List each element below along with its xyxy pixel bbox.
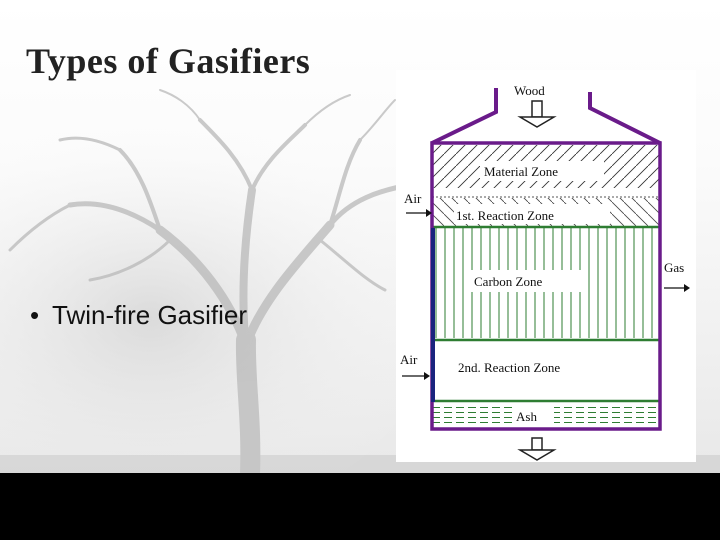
label-backdrop xyxy=(454,204,610,224)
bullet-marker: • xyxy=(30,300,40,330)
gas-outlet-arrow-icon xyxy=(664,284,690,292)
air-inlet-lower-arrow-icon xyxy=(402,372,430,380)
twin-fire-gasifier-diagram: Wood Material Zone 1st. Reaction Zone xyxy=(396,70,696,462)
gasifier-diagram-svg: Wood Material Zone 1st. Reaction Zone xyxy=(400,83,690,461)
label-backdrop xyxy=(480,161,604,181)
wood-inlet-arrow-icon xyxy=(517,100,557,128)
carbon-zone-label: Carbon Zone xyxy=(474,274,542,289)
bullet-item: • Twin-fire Gasifier xyxy=(30,300,247,331)
bullet-list: • Twin-fire Gasifier xyxy=(30,300,247,331)
wood-label: Wood xyxy=(514,83,545,98)
gas-outlet-label: Gas xyxy=(664,260,684,275)
hopper-left-wall xyxy=(431,88,498,145)
slide-title: Types of Gasifiers xyxy=(26,41,311,81)
label-backdrop xyxy=(512,407,554,425)
bullet-text: Twin-fire Gasifier xyxy=(52,300,248,330)
second-reaction-zone-label: 2nd. Reaction Zone xyxy=(458,360,560,375)
material-zone-label: Material Zone xyxy=(484,164,558,179)
air-inlet-upper-label: Air xyxy=(404,191,422,206)
footer-bar xyxy=(0,473,720,540)
label-backdrop xyxy=(470,270,586,292)
hopper-right-wall xyxy=(588,92,661,145)
air-inlet-lower-label: Air xyxy=(400,352,418,367)
ash-outlet-arrow-icon xyxy=(517,437,557,461)
first-reaction-zone-label: 1st. Reaction Zone xyxy=(456,208,554,223)
air-inlet-upper-arrow-icon xyxy=(406,209,432,217)
ash-zone-label: Ash xyxy=(516,409,537,424)
